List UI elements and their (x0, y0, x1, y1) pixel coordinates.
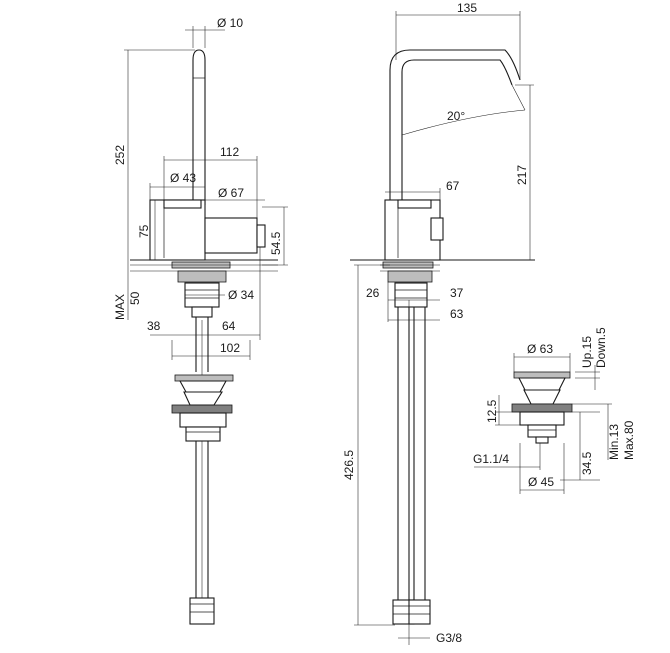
dim-body-length: 112 (220, 145, 239, 159)
waste-detail-flange (511, 403, 573, 413)
dim-clamp-max: Max.80 (622, 420, 636, 460)
dim-spout-reach: 135 (457, 1, 477, 15)
waste-flange (171, 404, 233, 414)
dim-flange-height: 12.5 (485, 399, 499, 423)
dim-waste-body-height: 34.5 (580, 451, 594, 475)
dim-plug-diameter: Ø 63 (527, 342, 553, 356)
spout-swivel (389, 49, 521, 205)
dim-deck-max-label: MAX (113, 294, 127, 320)
lever-end (256, 224, 266, 248)
dim-offset-left: 38 (147, 319, 161, 333)
dim-side-body-diameter: 67 (446, 179, 460, 193)
clamp-nut (177, 270, 227, 283)
dim-side-spout-height: 217 (515, 165, 529, 185)
waste-detail-plug (513, 371, 571, 379)
dim-body-height: 75 (137, 224, 151, 238)
spout-tube (192, 49, 206, 205)
dim-total-width: 102 (220, 341, 240, 355)
dim-deck-height: 54.5 (269, 231, 283, 255)
dim-knob-diameter: Ø 43 (170, 171, 196, 185)
dim-shank-offset: 63 (450, 307, 464, 321)
waste-body (179, 412, 227, 428)
tap-body (149, 199, 206, 261)
dim-body-diameter: Ø 67 (218, 186, 244, 200)
dim-shank-right: 37 (450, 286, 464, 300)
knob-top (163, 199, 202, 209)
waste-detail-body (519, 411, 565, 426)
dim-stroke-down: Down.5 (594, 327, 608, 368)
dim-spout-height: 252 (113, 145, 127, 165)
dim-spout-diameter: Ø 10 (217, 16, 243, 30)
dim-clamp-min: Min.13 (607, 424, 621, 460)
dim-shank-left: 26 (366, 286, 380, 300)
dim-stroke-up: Up.15 (580, 336, 594, 368)
dim-deck-max-value: 50 (128, 291, 142, 305)
shank-nut (191, 306, 213, 318)
dim-offset-right: 64 (222, 319, 236, 333)
dim-hose-length: 426.5 (342, 450, 356, 480)
side-view: 135 20° 217 67 426.5 26 37 63 G3/8 (342, 1, 535, 645)
hose-fitting-right (408, 599, 431, 625)
dim-hose-thread: G3/8 (436, 631, 462, 645)
hose-fitting-front (189, 597, 215, 625)
dim-shank-diameter: Ø 34 (228, 288, 254, 302)
front-view: Ø 10 252 112 Ø 43 Ø 67 75 54.5 MAX 50 Ø … (113, 16, 288, 625)
waste-plug (174, 374, 234, 382)
lever-handle (204, 217, 258, 254)
dim-waste-body-diameter: Ø 45 (528, 475, 554, 489)
dim-thread: G1.1/4 (473, 452, 509, 466)
dim-swivel-angle: 20° (447, 109, 465, 123)
side-lever (430, 217, 444, 241)
waste-view: Ø 63 Up.15 Down.5 12.5 G1.1/4 34.5 Min.1… (473, 327, 636, 494)
